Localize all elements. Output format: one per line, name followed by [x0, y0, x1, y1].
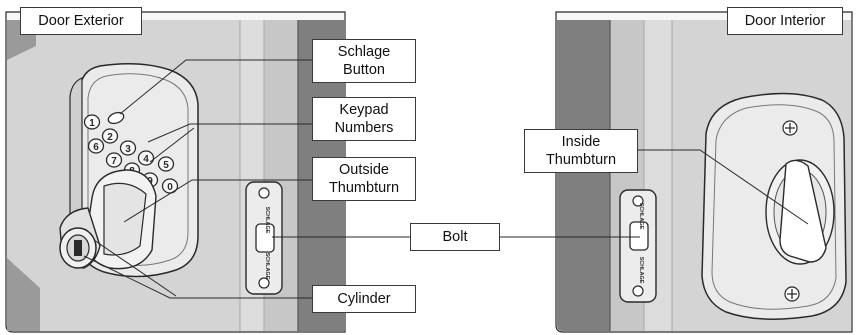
callout-schlage-button: Schlage Button — [312, 39, 416, 83]
callout-outside-thumbturn-line2: Thumbturn — [328, 180, 400, 196]
keypad-key: 3 — [119, 140, 137, 156]
callout-bolt: Bolt — [410, 223, 500, 251]
callout-inside-thumbturn-line2: Thumbturn — [545, 152, 617, 168]
exterior-strike-plate: SCHLAGE SCHLAGE — [245, 181, 283, 295]
inside-thumbturn-shape — [779, 159, 827, 263]
keypad-key-label: 4 — [143, 154, 149, 165]
callout-cylinder-text: Cylinder — [337, 291, 391, 307]
interior-door-edge — [557, 20, 610, 331]
leader-keypad-numbers — [147, 123, 312, 143]
keypad-key-label: 2 — [107, 132, 113, 143]
callout-cylinder: Cylinder — [312, 285, 416, 313]
exterior-title-box: Door Exterior — [20, 7, 142, 35]
keypad-key: 4 — [137, 150, 155, 166]
callout-schlage-button-line1: Schlage — [337, 44, 391, 60]
callout-schlage-button-line2: Button — [343, 62, 385, 78]
keypad-key: 5 — [157, 156, 175, 172]
keypad-key: 6 — [87, 138, 105, 154]
callout-keypad-numbers: Keypad Numbers — [312, 97, 416, 141]
interior-title: Door Interior — [744, 13, 826, 29]
leader-cylinder-2 — [93, 239, 177, 297]
callout-inside-thumbturn: Inside Thumbturn — [524, 129, 638, 173]
leader-lines — [83, 59, 809, 299]
strike-text-top: SCHLAGE — [264, 207, 270, 234]
interior-strike-plate: SCHLAGE SCHLAGE — [619, 189, 657, 303]
interior-strike-text-bottom: SCHLAGE — [638, 257, 644, 284]
callout-outside-thumbturn-line1: Outside — [339, 162, 389, 178]
interior-panel: SCHLAGE SCHLAGE — [555, 11, 853, 333]
keypad-key-label: 5 — [163, 160, 169, 171]
interior-strike-text-top: SCHLAGE — [638, 203, 644, 230]
exterior-trim-bottom — [7, 258, 40, 331]
leader-cylinder — [83, 255, 312, 299]
keypad-key: 2 — [101, 128, 119, 144]
leader-outside-thumbturn — [123, 179, 312, 223]
interior-title-box: Door Interior — [727, 7, 843, 35]
interior-escutcheon — [701, 92, 847, 320]
leader-inside-thumbturn — [638, 149, 809, 225]
leader-schlage-button — [119, 59, 312, 115]
keypad-key: 1 — [83, 114, 101, 130]
keypad-key: 0 — [161, 178, 179, 194]
callout-keypad-numbers-line1: Keypad — [339, 102, 389, 118]
keypad-key-label: 6 — [93, 142, 99, 153]
keypad-key-label: 1 — [89, 118, 95, 129]
strike-text-bottom: SCHLAGE — [264, 253, 270, 280]
callout-inside-thumbturn-line1: Inside — [561, 134, 601, 150]
callout-bolt-text: Bolt — [442, 229, 468, 245]
leader-keypad-numbers-2 — [149, 127, 195, 163]
keypad-key-label: 3 — [125, 144, 131, 155]
cylinder-shape — [59, 227, 97, 269]
callout-outside-thumbturn: Outside Thumbturn — [312, 157, 416, 201]
callout-keypad-numbers-line2: Numbers — [334, 120, 394, 136]
exterior-title: Door Exterior — [38, 13, 124, 29]
keypad-key-label: 0 — [167, 182, 173, 193]
schlage-button-shape — [107, 111, 125, 125]
keypad-key-label: 7 — [111, 156, 117, 167]
keypad-key: 7 — [105, 152, 123, 168]
